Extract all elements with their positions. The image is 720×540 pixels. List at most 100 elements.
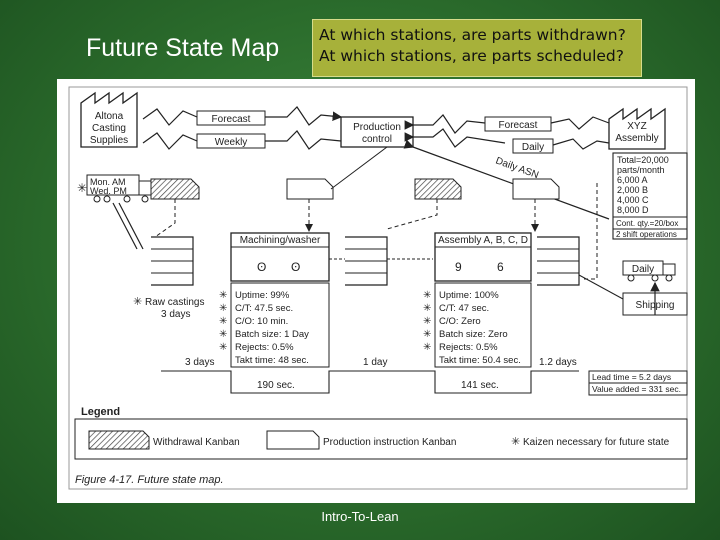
raw-castings-supermarket-icon — [151, 236, 194, 286]
daily-right-label: Daily — [522, 142, 544, 153]
finished-goods-supermarket-icon — [537, 236, 580, 286]
kaizen-burst-icon-truck: ✳ — [77, 181, 87, 195]
forecast-right-box — [484, 116, 552, 132]
timeline-days-2: 1 day — [363, 357, 387, 368]
weekly-label: Weekly — [215, 137, 248, 148]
withdrawal-dashed-arrow-middle — [386, 199, 438, 230]
timeline-seconds-2: 141 sec. — [461, 380, 499, 391]
figure-caption: Figure 4-17. Future state map. — [75, 474, 224, 486]
legend-kaizen-label: Kaizen necessary for future state — [523, 437, 670, 448]
machining-rejects: Rejects: 0.5% — [235, 342, 294, 353]
machining-takt: Takt time: 48 sec. — [235, 355, 309, 366]
assembly-takt: Takt time: 50.4 sec. — [439, 355, 521, 366]
svg-text:✳: ✳ — [219, 342, 227, 353]
daily-truck-label: Daily — [632, 264, 654, 275]
operator-icon-assembly-1: 9 — [455, 260, 462, 274]
customer-name-line2: Assembly — [615, 133, 658, 144]
daily-asn-arrow — [403, 139, 610, 220]
assembly-co: C/O: Zero — [439, 316, 481, 327]
forecast-left-box — [196, 110, 266, 126]
svg-text:✳: ✳ — [219, 316, 227, 327]
customer-demand-box — [612, 152, 688, 240]
legend-production-icon — [266, 430, 320, 450]
supermarket-to-shipping — [578, 274, 624, 300]
assembly-rejects: Rejects: 0.5% — [439, 342, 498, 353]
machining-process-name: Machining/washer — [240, 235, 321, 246]
slide-title: Future State Map — [86, 34, 280, 62]
machining-batch: Batch size: 1 Day — [235, 329, 309, 340]
legend-kaizen-icon: ✳ — [511, 436, 520, 448]
svg-text:✳: ✳ — [423, 329, 431, 340]
withdrawal-dashed-arrow-left — [154, 199, 176, 238]
electronic-info-arrow-forecast-customer — [550, 116, 610, 130]
demand-c: 4,000 C — [617, 195, 649, 205]
supplier-name-line3: Supplies — [90, 135, 128, 146]
electronic-info-arrow-weekly-right — [265, 130, 342, 150]
assembly-ct: C/T: 47 sec. — [439, 303, 489, 314]
assembly-data-box: Uptime: 100% C/T: 47 sec. C/O: Zero Batc… — [434, 282, 532, 368]
production-control-line1: Production — [353, 122, 401, 133]
push-arrow-inbound — [112, 202, 138, 250]
middle-supermarket-icon — [345, 236, 388, 286]
machining-data-box: Uptime: 99% C/T: 47.5 sec. C/O: 10 min. … — [230, 282, 330, 368]
svg-text:✳: ✳ — [423, 303, 431, 314]
withdrawal-kanban-middle — [414, 178, 462, 200]
machining-uptime: Uptime: 99% — [235, 290, 290, 301]
timeline-ladder — [161, 370, 579, 394]
svg-text:✳: ✳ — [423, 342, 431, 353]
forecast-left-label: Forecast — [212, 114, 251, 125]
production-kanban-machining — [286, 178, 334, 200]
withdrawal-kanban-left — [150, 178, 200, 200]
legend-box — [74, 418, 688, 460]
value-added-label: Value added = 331 sec. — [592, 384, 681, 394]
assembly-kaizen-bursts: ✳✳ ✳✳ ✳ — [423, 290, 431, 353]
operator-icon-assembly-2: 6 — [497, 260, 504, 274]
supplier-name-line2: Casting — [92, 123, 126, 134]
assembly-process-box — [434, 232, 532, 282]
supplier-name-line1: Altona — [95, 111, 124, 122]
demand-total: Total=20,000 — [617, 155, 669, 165]
assembly-uptime: Uptime: 100% — [439, 290, 499, 301]
raw-castings-days: 3 days — [161, 309, 190, 320]
timeline-days-3: 1.2 days — [539, 357, 577, 368]
daily-asn-label: Daily ASN — [494, 155, 540, 181]
machining-co: C/O: 10 min. — [235, 316, 288, 327]
lead-time-label: Lead time = 5.2 days — [592, 372, 671, 382]
kaizen-burst-icon-raw: ✳ — [133, 296, 142, 308]
customer-name-line1: XYZ — [627, 121, 646, 132]
electronic-info-arrow-forecast-left — [142, 108, 198, 126]
truck-schedule-line1: Mon. AM — [90, 177, 126, 187]
assembly-process-name: Assembly A, B, C, D — [438, 235, 528, 246]
production-control-box — [340, 116, 414, 148]
electronic-info-arrow-daily-right — [404, 128, 506, 148]
machining-ct: C/T: 47.5 sec. — [235, 303, 293, 314]
machining-process-box — [230, 232, 330, 282]
demand-unit: parts/month — [617, 165, 665, 175]
push-arrow-inbound-edge — [118, 202, 144, 250]
production-kanban-assembly — [512, 178, 560, 200]
customer-factory-icon: XYZ Assembly — [608, 107, 666, 150]
shipping-to-kanban-link — [581, 183, 598, 280]
operator-icon-machining-1: ʘ — [257, 260, 266, 274]
question-withdrawn: At which stations, are parts withdrawn? — [319, 26, 626, 44]
demand-container-qty: Cont. qty.=20/box — [616, 219, 678, 228]
machining-kaizen-bursts: ✳✳ ✳✳ ✳ — [219, 290, 227, 353]
raw-castings-label: Raw castings — [145, 297, 204, 308]
vsm-diagram: Altona Casting Supplies Forecast Weekly … — [68, 86, 688, 490]
svg-text:✳: ✳ — [219, 303, 227, 314]
question-scheduled: At which stations, are parts scheduled? — [319, 47, 624, 65]
electronic-info-arrow-daily-customer — [552, 138, 610, 150]
legend-withdrawal-label: Withdrawal Kanban — [153, 437, 240, 448]
supplier-factory-icon: Altona Casting Supplies — [80, 91, 138, 148]
electronic-info-arrow-weekly-left — [142, 132, 198, 150]
truck-schedule-line2: Wed. PM — [90, 186, 127, 196]
electronic-info-arrow-forecast-right — [404, 114, 486, 134]
legend-title: Legend — [81, 406, 120, 418]
demand-d: 8,000 D — [617, 205, 649, 215]
production-control-line2: control — [362, 134, 392, 145]
demand-a: 6,000 A — [617, 175, 648, 185]
demand-shifts: 2 shift operations — [616, 230, 677, 239]
assembly-batch: Batch size: Zero — [439, 329, 508, 340]
legend-production-label: Production instruction Kanban — [323, 437, 456, 448]
legend-withdrawal-icon — [88, 430, 150, 450]
